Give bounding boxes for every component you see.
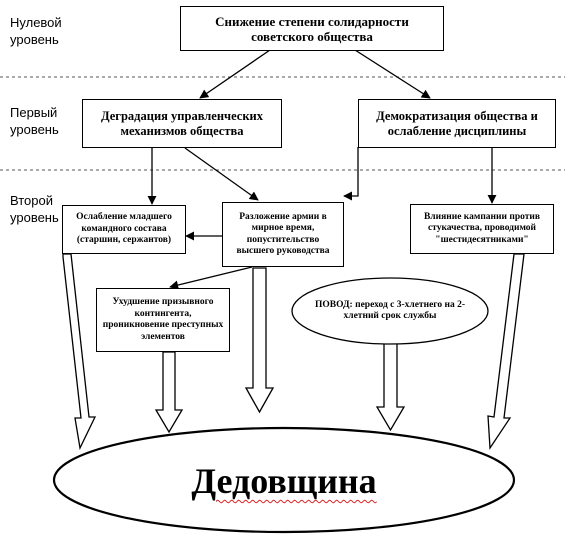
arrow-root-to-degradation [199,49,271,99]
hollow-arrow-from-reason [375,337,406,432]
level-label-first: Первый уровень [10,105,59,137]
arrow-army-to-contingent [169,266,253,290]
node-campaign: Влияние кампании против стукачества, про… [410,204,554,254]
reason-oval [291,277,489,345]
arrow-root-to-democratization [354,49,431,99]
level-label-second: Второй уровень [10,193,59,225]
node-root: Снижение степени солидарности советского… [180,6,444,51]
node-democratization: Демократизация общества и ослабление дис… [358,99,556,148]
level-label-zero: Нулевой уровень [10,15,62,47]
arrow-degradation-to-army [184,147,259,201]
hollow-arrow-from-campaign [487,253,525,450]
result-title-text: Дедовщина [191,461,377,501]
result-title: Дедовщина [54,430,514,532]
hollow-arrow-from-army [244,267,275,414]
node-army-decay: Разложение армии в мирное время, попусти… [222,202,344,267]
hollow-arrow-from-junior [62,253,97,451]
node-junior-command: Ослабление младшего командного состава (… [62,205,186,254]
node-degradation: Деградация управленческих механизмов общ… [82,99,282,148]
hollow-arrow-from-contingent [154,351,184,434]
node-reason: ПОВОД: переход с 3-хлетнего на 2-хлетний… [314,299,466,322]
node-contingent: Ухудшение призывного контингента, проник… [96,288,230,352]
arrow-democratization-to-army [343,147,359,201]
result-ellipse [52,426,516,534]
